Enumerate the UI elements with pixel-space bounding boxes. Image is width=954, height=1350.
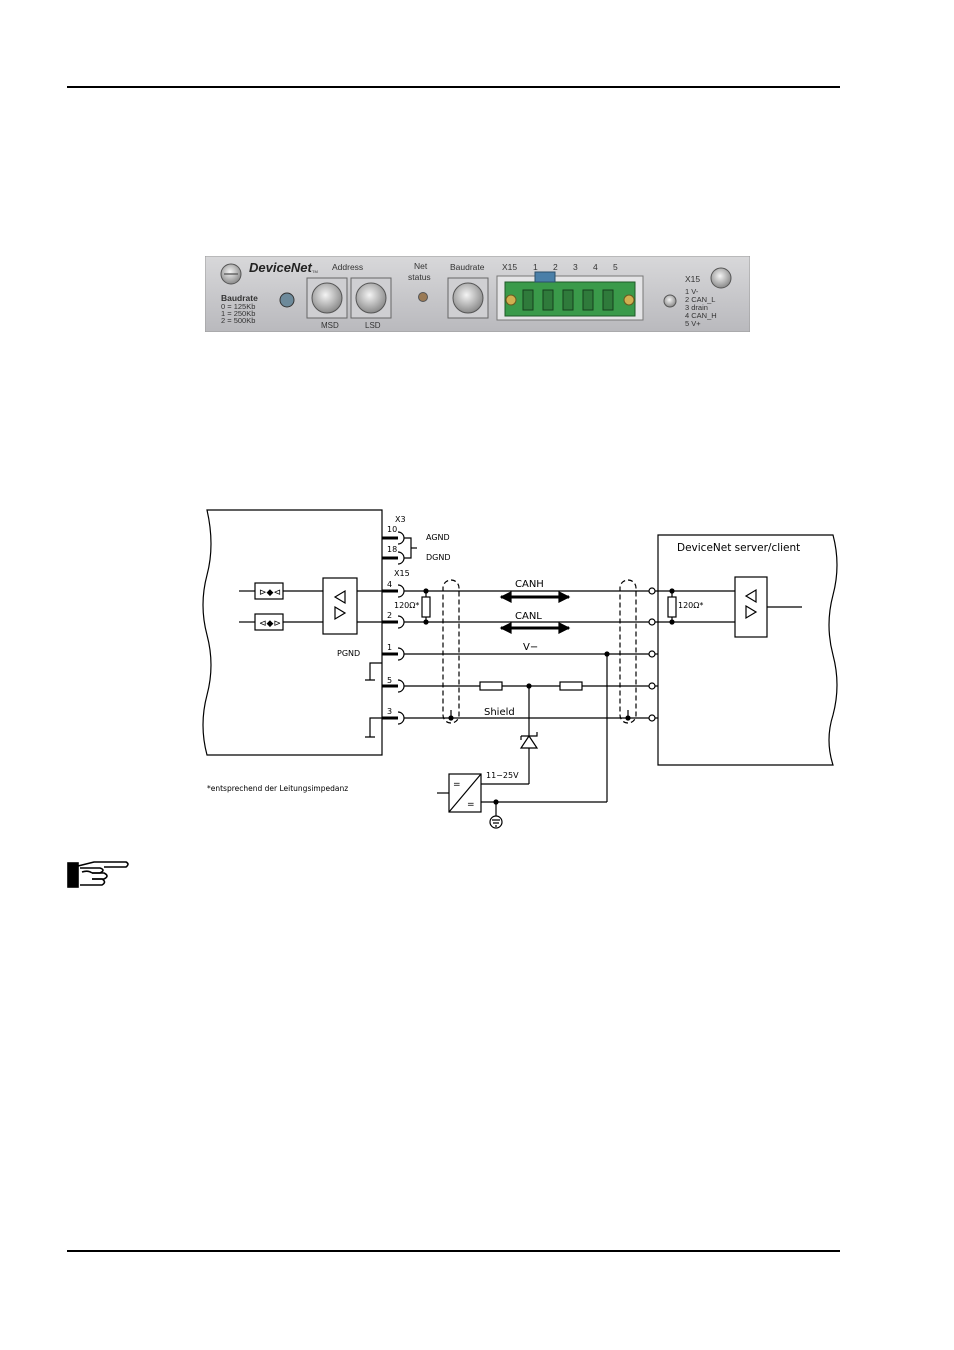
baudrate-label: Baudrate	[450, 262, 485, 272]
baud-title: Baudrate	[221, 293, 258, 303]
x15-pin-4: 4 CAN_H	[685, 311, 717, 320]
panel-brand: DeviceNet	[249, 260, 313, 275]
bus-terminals	[648, 587, 656, 722]
wiring-diagram: ⊳◆⊲ ⊲◆⊳ X3 10 18 AGND DGND X15 4 2 1 5 3…	[202, 509, 838, 829]
baud-option-2: 2 = 500Kb	[221, 316, 255, 325]
pin1-label: 1	[387, 643, 392, 652]
pin2-label: 2	[387, 611, 392, 620]
dgnd-label: DGND	[426, 553, 451, 562]
lsd-rotary-switch[interactable]	[355, 282, 387, 314]
pin-label-5: 5	[613, 262, 618, 272]
resistor-right-label: 120Ω*	[678, 601, 703, 610]
shield-label: Shield	[484, 707, 515, 718]
resistor-left-label: 120Ω*	[394, 601, 419, 610]
panel-brand-tm: TM	[312, 269, 318, 274]
panel-led-icon	[279, 292, 295, 308]
connector-label: X15	[502, 262, 517, 272]
server-transceiver-box	[734, 576, 768, 638]
supply-voltage-label: 11−25V	[486, 771, 519, 780]
server-client-box	[657, 534, 838, 766]
footer-rule	[67, 1250, 840, 1252]
x15-pin-1: 1 V-	[685, 287, 699, 296]
svg-text:⊲◆⊳: ⊲◆⊳	[259, 619, 281, 629]
baud-option-0: 0 = 125Kb	[221, 302, 255, 311]
baudrate-rotary-switch[interactable]	[452, 282, 484, 314]
net-status-line2: status	[408, 272, 431, 282]
canl-label: CANL	[515, 611, 542, 622]
server-label: DeviceNet server/client	[677, 542, 800, 554]
ground-symbol-icon	[489, 815, 503, 829]
pointing-hand-icon	[67, 861, 129, 888]
zener-diode-icon	[519, 734, 539, 749]
transceiver-box	[322, 577, 358, 635]
cable-shield-left	[442, 579, 460, 724]
net-status-line1: Net	[414, 261, 428, 271]
header-rule	[67, 86, 840, 88]
svg-text:=: =	[467, 800, 475, 810]
pin-label-4: 4	[593, 262, 598, 272]
x15-pin-2: 2 CAN_L	[685, 295, 715, 304]
msd-label: MSD	[321, 321, 339, 330]
x3-pin-contacts	[382, 536, 398, 560]
pin5-label: 5	[387, 676, 392, 685]
pin-label-1: 1	[533, 262, 538, 272]
pgnd-label: PGND	[337, 649, 360, 658]
x15-pin-5: 5 V+	[685, 319, 701, 328]
x15-pin-contacts	[382, 589, 398, 720]
devicenet-panel-image: DeviceNet TM Address Baudrate 0 = 125Kb …	[205, 256, 750, 332]
pin-label-2: 2	[553, 262, 558, 272]
x3-pin10: 10	[387, 525, 397, 534]
drive-box	[202, 509, 383, 756]
panel-screw-right-icon	[710, 267, 732, 289]
agnd-label: AGND	[426, 533, 450, 542]
termination-resistor-right	[667, 596, 677, 618]
x3-label: X3	[395, 515, 406, 524]
vminus-label: V−	[523, 642, 538, 653]
x15-pin-3: 3 drain	[685, 303, 708, 312]
address-label: Address	[332, 262, 363, 272]
terminal-screws	[522, 289, 614, 311]
net-status-led-icon	[418, 292, 428, 302]
fuse-right	[559, 681, 583, 691]
pin3-label: 3	[387, 707, 392, 716]
svg-text:=: =	[453, 780, 461, 790]
pin-label-3: 3	[573, 262, 578, 272]
svg-text:⊳◆⊲: ⊳◆⊲	[259, 588, 281, 598]
x15-title: X15	[685, 274, 700, 284]
baud-option-1: 1 = 250Kb	[221, 309, 255, 318]
x3-pin18: 18	[387, 545, 397, 554]
pin4-label: 4	[387, 580, 392, 589]
cable-shield-right	[619, 579, 637, 724]
termination-resistor-left	[421, 596, 431, 618]
msd-rotary-switch[interactable]	[311, 282, 343, 314]
canh-label: CANH	[515, 579, 544, 590]
panel-screw-small-icon	[663, 294, 677, 308]
lsd-label: LSD	[365, 321, 381, 330]
x15-diagram-label: X15	[394, 569, 410, 578]
footnote: *entsprechend der Leitungsimpedanz	[207, 784, 348, 793]
fuse-left	[479, 681, 503, 691]
